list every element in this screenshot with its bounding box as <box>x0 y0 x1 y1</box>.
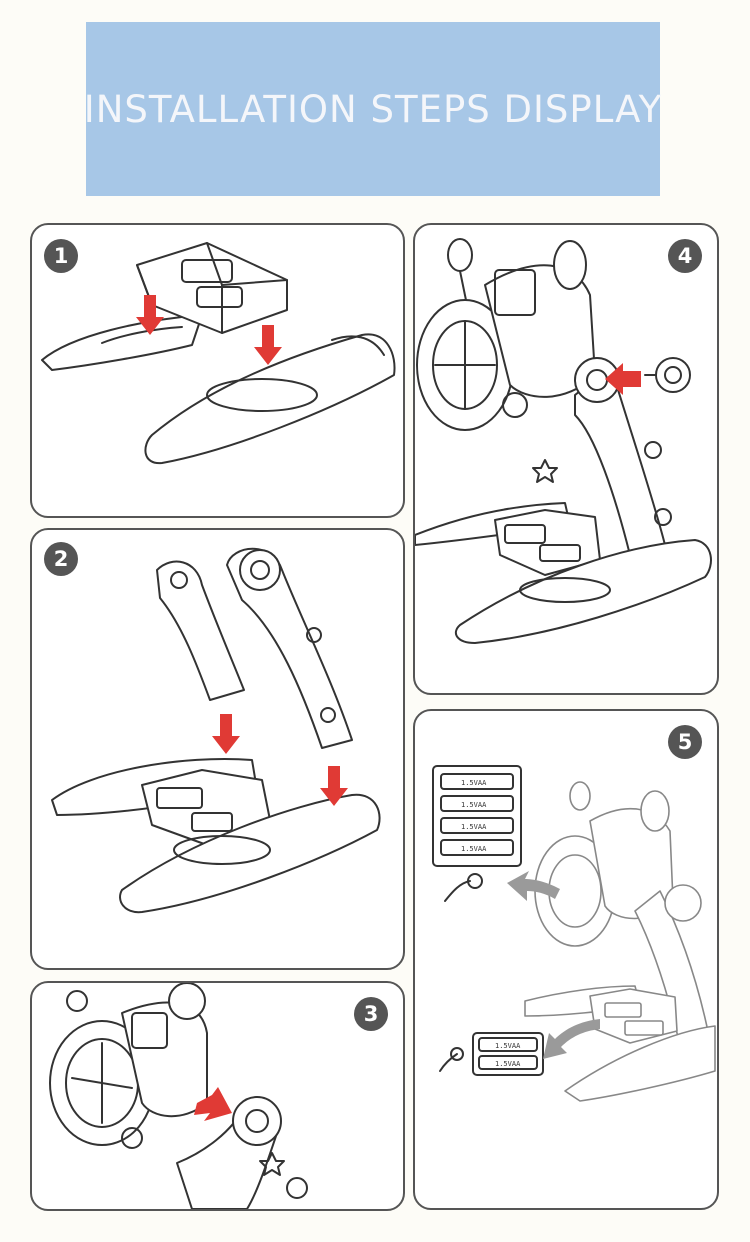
insert-arrow-right-arm <box>320 766 348 806</box>
step-3-panel: 3 <box>30 981 405 1211</box>
step-2-illustration <box>51 547 381 914</box>
step-3-badge: 3 <box>354 997 388 1031</box>
remove-arrow-top <box>507 871 560 901</box>
insert-arrow-left-arm <box>212 714 240 754</box>
step-2-panel: 2 <box>30 528 405 970</box>
step-5-badge: 5 <box>668 725 702 759</box>
step-1-panel: 1 <box>30 223 405 518</box>
title-banner: INSTALLATION STEPS DISPLAY <box>83 22 663 196</box>
battery-compartment-main: 1.5VAA 1.5VAA 1.5VAA 1.5VAA <box>440 773 514 856</box>
remove-arrow-bottom <box>543 1019 600 1059</box>
step-1-illustration <box>41 242 396 465</box>
insert-arrow-2 <box>254 325 282 365</box>
step-5-panel: 5 1.5VAA 1.5VAA 1.5VAA 1.5VAA <box>413 709 719 1210</box>
battery-compartment-base: 1.5VAA 1.5VAA <box>478 1037 538 1070</box>
battery-label: 1.5VAA <box>495 1042 521 1050</box>
battery-label: 1.5VAA <box>461 779 487 787</box>
insert-arrow-1 <box>136 295 164 335</box>
page-title: INSTALLATION STEPS DISPLAY <box>83 87 663 131</box>
step-4-illustration <box>415 238 712 644</box>
step-2-badge: 2 <box>44 542 78 576</box>
screw-arrow-4 <box>605 363 641 395</box>
battery-label: 1.5VAA <box>495 1060 521 1068</box>
step-3-illustration <box>49 983 308 1209</box>
step-4-panel: 4 <box>413 223 719 695</box>
battery-label: 1.5VAA <box>461 801 487 809</box>
step-4-badge: 4 <box>668 239 702 273</box>
step-5-illustration: 1.5VAA 1.5VAA 1.5VAA 1.5VAA 1.5VAA 1.5VA… <box>432 765 716 1102</box>
attach-arrow-3 <box>194 1087 232 1121</box>
step-1-badge: 1 <box>44 239 78 273</box>
battery-label: 1.5VAA <box>461 823 487 831</box>
battery-label: 1.5VAA <box>461 845 487 853</box>
